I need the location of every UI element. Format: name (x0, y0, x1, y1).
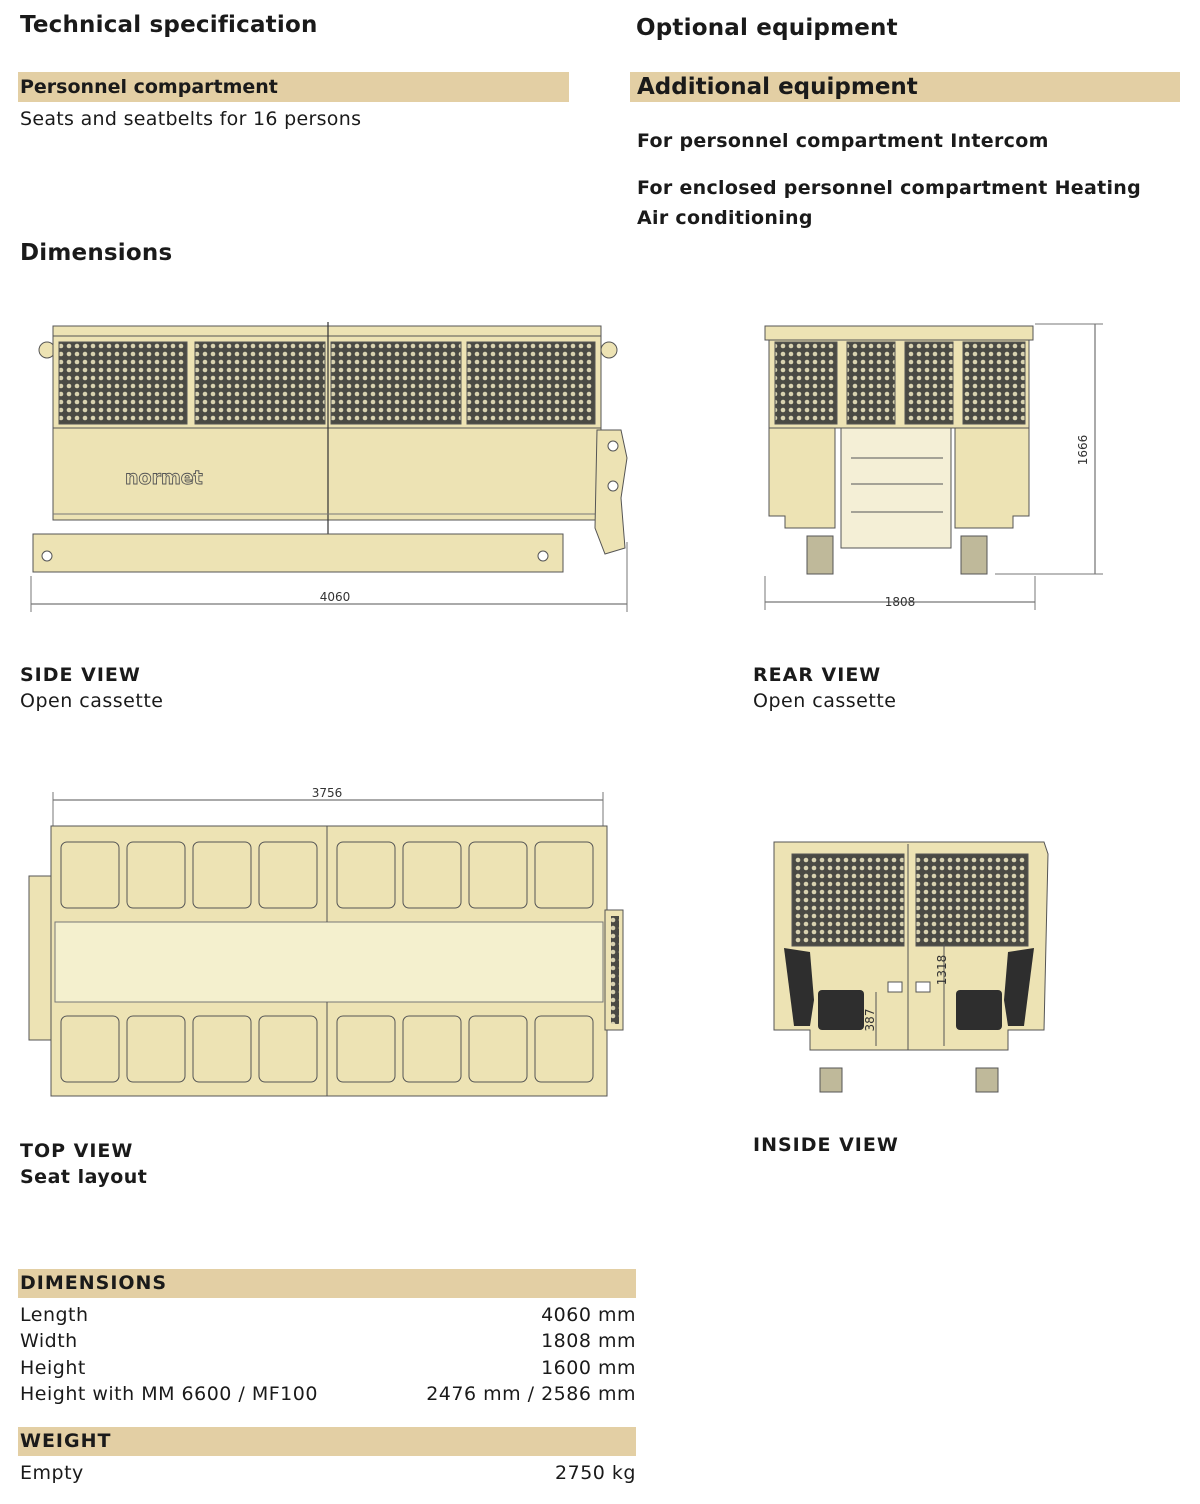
inside-dim-a: 1318 (935, 955, 949, 986)
additional-band: Additional equipment (630, 72, 1180, 102)
row-value: 2476 mm / 2586 mm (426, 1383, 636, 1405)
top-view-sub: Seat layout (20, 1166, 148, 1188)
row-value: 2750 kg (555, 1462, 636, 1484)
row-label: Length (20, 1304, 89, 1326)
table-row: Height 1600 mm (20, 1357, 636, 1379)
table-row: Length 4060 mm (20, 1304, 636, 1326)
personnel-band: Personnel compartment (18, 72, 569, 102)
row-label: Height (20, 1357, 86, 1379)
row-value: 4060 mm (541, 1304, 636, 1326)
side-dim-text: 4060 (320, 590, 351, 604)
row-label: Empty (20, 1462, 84, 1484)
top-dim-text: 3756 (312, 786, 343, 800)
top-view-label: TOP VIEW (20, 1140, 134, 1162)
table-row: Empty 2750 kg (20, 1462, 636, 1484)
inside-view-drawing: 1318 387 (773, 841, 1049, 1093)
optional-line-2: For enclosed personnel compartment Heati… (637, 177, 1142, 199)
side-view-label: SIDE VIEW (20, 664, 141, 686)
table-row: Width 1808 mm (20, 1330, 636, 1352)
row-label: Height with MM 6600 / MF100 (20, 1383, 318, 1405)
normet-logo: normet (125, 467, 203, 489)
rear-view-sub: Open cassette (753, 690, 897, 712)
seat-group-bottom (60, 1015, 594, 1083)
rear-view-label: REAR VIEW (753, 664, 882, 686)
row-value: 1808 mm (541, 1330, 636, 1352)
optional-line-1: For personnel compartment Intercom (637, 130, 1049, 152)
optional-line-3: Air conditioning (637, 207, 813, 229)
rear-dim-height: 1666 (1076, 435, 1090, 466)
table-row: Height with MM 6600 / MF100 2476 mm / 25… (20, 1383, 636, 1405)
inside-view-label: INSIDE VIEW (753, 1134, 899, 1156)
rear-dim-width: 1808 (885, 595, 916, 609)
dimensions-table-heading: DIMENSIONS (18, 1269, 636, 1298)
dimensions-heading: Dimensions (20, 240, 173, 266)
seat-group-top (60, 841, 594, 909)
top-view-drawing: 3756 (28, 786, 624, 1097)
personnel-text: Seats and seatbelts for 16 persons (20, 108, 362, 130)
row-label: Width (20, 1330, 78, 1352)
side-view-sub: Open cassette (20, 690, 164, 712)
side-view-drawing: normet 4060 (30, 322, 628, 612)
rear-view-drawing: 1808 1666 (764, 323, 1103, 610)
row-value: 1600 mm (541, 1357, 636, 1379)
tech-spec-heading: Technical specification (20, 12, 318, 38)
inside-dim-b: 387 (863, 1009, 877, 1032)
optional-heading: Optional equipment (636, 15, 898, 41)
weight-table-heading: WEIGHT (18, 1427, 636, 1456)
